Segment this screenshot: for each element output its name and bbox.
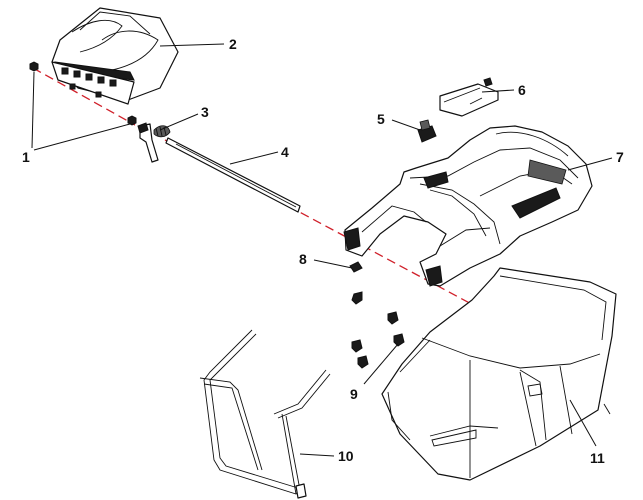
screw-5: [357, 355, 369, 369]
screw-3: [351, 339, 363, 353]
callout-9: 9: [350, 386, 358, 402]
screw-1: [351, 291, 363, 305]
callout-6: 6: [518, 82, 526, 98]
callout-8: 8: [299, 251, 307, 267]
rear-flap-cover: [51, 7, 179, 105]
callout-3: 3: [201, 104, 209, 120]
bag-support-frame: [199, 329, 331, 499]
grass-bag: [381, 267, 617, 481]
spring-bracket: [137, 122, 171, 163]
grass-bag-top-frame: [343, 125, 593, 287]
screw-4: [393, 333, 405, 347]
callout-4: 4: [281, 144, 289, 160]
callout-10: 10: [338, 448, 354, 464]
push-clip: [349, 261, 363, 273]
callout-2: 2: [229, 36, 237, 52]
cover-plate: [439, 77, 499, 117]
nut-upper: [29, 61, 39, 72]
nut-lower: [127, 115, 137, 126]
pivot-rod: [165, 137, 301, 213]
callout-5: 5: [377, 111, 385, 127]
retaining-clip: [417, 119, 437, 143]
callout-1: 1: [22, 149, 30, 165]
callout-11: 11: [590, 450, 605, 466]
leader-lines: [31, 43, 613, 457]
callout-7: 7: [616, 149, 624, 165]
screw-2: [387, 311, 399, 325]
